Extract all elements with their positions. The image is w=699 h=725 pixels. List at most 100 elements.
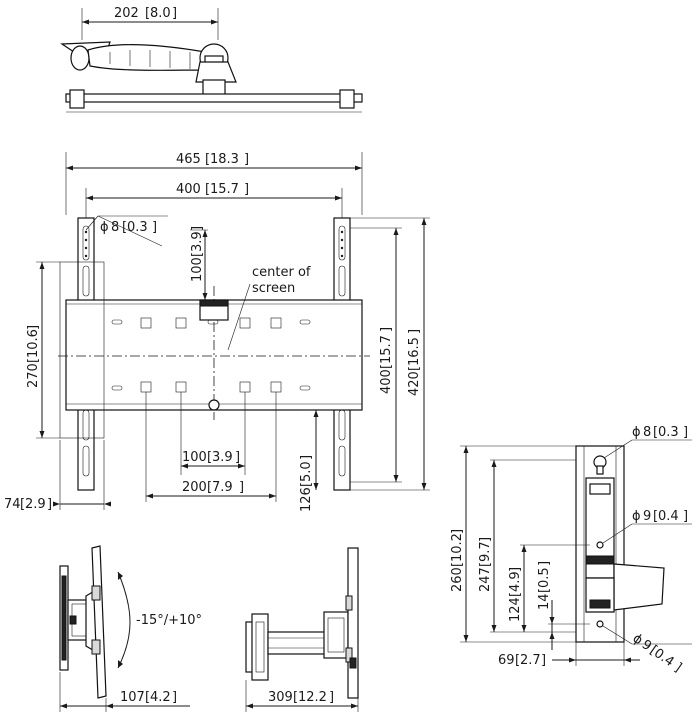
dim-420: 420 [ 16.5 ]	[407, 329, 422, 396]
svg-text:[: [	[653, 509, 658, 524]
dim-270-bracket: 10.6	[26, 329, 41, 358]
dim-14: 14 [ 0.5 ]	[537, 561, 552, 610]
dim-hole-8: ϕ 8 [ 0.3 ]	[100, 220, 157, 235]
dim-465: 465 [ 18.3 ]	[176, 152, 249, 167]
dim-126: 126 [ 5.0 ]	[299, 455, 314, 512]
dim-260: 260 [ 10.2 ]	[450, 529, 465, 592]
dim-69-value: 69	[498, 653, 515, 668]
svg-text:[: [	[145, 690, 150, 705]
dim-420-value: 420	[407, 371, 422, 396]
svg-text:]: ]	[541, 653, 546, 668]
dim-465-bracket: 18.3	[210, 152, 239, 167]
side-top-hole-value: 8	[643, 425, 651, 440]
svg-text:[: [	[537, 588, 552, 593]
dim-100-v: 100 [ 3.9 ]	[190, 226, 205, 282]
dim-465-value: 465	[176, 152, 201, 167]
svg-text:[: [	[379, 364, 394, 369]
dim-hole-8-value: 8	[111, 220, 119, 235]
svg-text:[: [	[207, 480, 212, 495]
svg-text:[: [	[407, 366, 422, 371]
dim-202-value: 202	[114, 6, 139, 21]
svg-text:]: ]	[244, 182, 249, 197]
dim-202: 202 [ 8.0 ]	[114, 6, 177, 21]
svg-text:[: [	[450, 562, 465, 567]
svg-text:[: [	[653, 425, 658, 440]
dim-420-bracket: 16.5	[407, 337, 422, 366]
center-label-line2: screen	[252, 281, 295, 296]
svg-text:[: [	[190, 252, 205, 257]
svg-text:[: [	[205, 152, 210, 167]
dim-69: 69 [ 2.7 ]	[498, 653, 546, 668]
center-label-line1: center of	[252, 265, 311, 280]
svg-text:]: ]	[239, 480, 244, 495]
svg-text:[: [	[145, 6, 150, 21]
dim-74-value: 74	[4, 497, 21, 512]
dim-200-bracket: 7.9	[212, 480, 233, 495]
dim-400-h-value: 400	[176, 182, 201, 197]
dim-400-v: 400 [ 15.7 ]	[379, 327, 394, 394]
svg-text:[: [	[478, 562, 493, 567]
side-mid-hole-symbol: ϕ	[632, 509, 641, 524]
dim-247-bracket: 9.7	[478, 541, 493, 562]
dim-400-h-bracket: 15.7	[210, 182, 239, 197]
side-mid-hole-value: 9	[643, 509, 651, 524]
dim-400-h: 400 [ 15.7 ]	[176, 182, 249, 197]
side-mid-hole-bracket: 0.4	[658, 509, 679, 524]
dim-100-v-value: 100	[190, 257, 205, 282]
svg-text:[: [	[293, 690, 298, 705]
tilt-view: -15°/+10° 107 [ 4.2 ]	[59, 545, 202, 712]
svg-text:]: ]	[26, 325, 41, 330]
svg-text:]: ]	[407, 329, 422, 334]
svg-text:[: [	[299, 482, 314, 487]
dim-247-value: 247	[478, 567, 493, 592]
svg-text:]: ]	[379, 327, 394, 332]
svg-text:]: ]	[172, 6, 177, 21]
svg-text:]: ]	[152, 220, 157, 235]
svg-text:]: ]	[190, 226, 205, 231]
svg-text:]: ]	[244, 152, 249, 167]
dim-100-h-bracket: 3.9	[212, 450, 233, 465]
dim-107-bracket: 4.2	[150, 690, 171, 705]
dim-hole-8-symbol: ϕ	[100, 220, 109, 235]
dim-74: 74 [ 2.9 ]	[4, 497, 52, 512]
dim-200: 200 [ 7.9 ]	[182, 480, 244, 495]
dim-69-bracket: 2.7	[520, 653, 541, 668]
svg-text:[: [	[205, 182, 210, 197]
dim-309: 309 [ 12.2 ]	[268, 690, 334, 705]
extended-view: 309 [ 12.2 ]	[245, 547, 359, 712]
svg-text:[: [	[207, 450, 212, 465]
dim-14-bracket: 0.5	[537, 567, 552, 588]
dim-270: 270 [ 10.6 ]	[26, 325, 41, 388]
dim-74-bracket: 2.9	[25, 497, 46, 512]
svg-text:]: ]	[508, 567, 523, 572]
dim-124-bracket: 4.9	[508, 571, 523, 592]
front-view: 465 [ 18.3 ] 400 [ 15.7 ]	[4, 152, 430, 512]
dim-124-value: 124	[508, 597, 523, 622]
dim-247: 247 [ 9.7 ]	[478, 537, 493, 592]
dim-200-value: 200	[182, 480, 207, 495]
svg-text:]: ]	[450, 529, 465, 534]
dim-side-bottom-hole: ϕ 9 [ 0.4 ]	[630, 631, 685, 675]
dim-400-v-bracket: 15.7	[379, 335, 394, 364]
svg-text:]: ]	[671, 660, 684, 675]
svg-text:]: ]	[683, 509, 688, 524]
dim-309-bracket: 12.2	[298, 690, 327, 705]
svg-text:[: [	[20, 497, 25, 512]
tilt-range: -15°/+10°	[136, 613, 202, 628]
svg-text:]: ]	[299, 455, 314, 460]
svg-text:[: [	[508, 592, 523, 597]
dim-270-value: 270	[26, 363, 41, 388]
side-top-hole-bracket: 0.3	[658, 425, 679, 440]
dim-126-bracket: 5.0	[299, 461, 314, 482]
svg-text:]: ]	[478, 537, 493, 542]
dim-100-h-value: 100	[182, 450, 207, 465]
svg-text:]: ]	[235, 450, 240, 465]
svg-text:[: [	[515, 653, 520, 668]
dim-400-v-value: 400	[379, 369, 394, 394]
svg-text:[: [	[26, 358, 41, 363]
dim-side-mid-hole: ϕ 9 [ 0.4 ]	[632, 509, 688, 524]
svg-text:]: ]	[537, 561, 552, 566]
svg-text:]: ]	[172, 690, 177, 705]
dim-14-value: 14	[537, 593, 552, 610]
